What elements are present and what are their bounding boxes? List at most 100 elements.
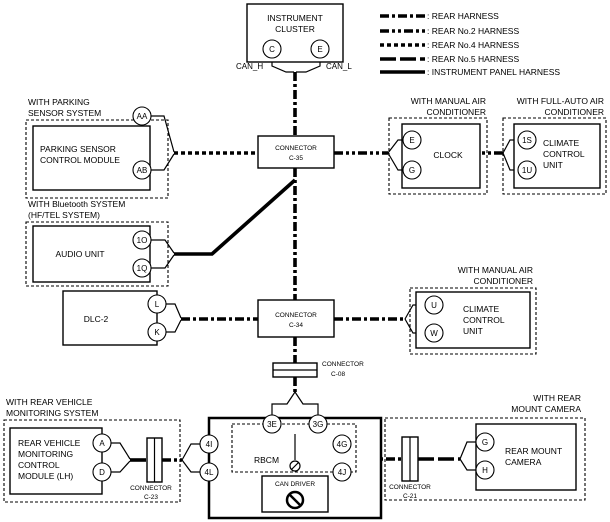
pin-w-label: W	[430, 329, 438, 338]
pin-4l-label: 4L	[205, 468, 214, 477]
pin-clock-e-circle	[402, 130, 422, 150]
can-driver-label: CAN DRIVER	[275, 481, 315, 488]
climate-mid-label-3: UNIT	[463, 326, 483, 336]
parking-sensor-group: WITH PARKING SENSOR SYSTEM PARKING SENSO…	[25, 97, 169, 199]
dlc-label: DLC-2	[84, 314, 109, 324]
instrument-cluster-label-2: CLUSTER	[275, 24, 315, 34]
prohibited-icon	[285, 490, 305, 510]
dlc-box	[62, 290, 158, 346]
connector-c08-label-2: C-08	[331, 371, 345, 378]
rbcm-bus-node-slash	[291, 462, 299, 470]
wire-rbcm-4i-stub	[181, 443, 200, 461]
pin-d-label: D	[99, 468, 105, 477]
pin-1q-circle	[132, 258, 152, 278]
clock-label: CLOCK	[433, 150, 463, 160]
pin-l-circle	[147, 294, 167, 314]
rear-vehicle-group-label-2: MONITORING SYSTEM	[6, 408, 98, 418]
connector-c34-label-1: CONNECTOR	[275, 312, 317, 319]
instrument-cluster: INSTRUMENT CLUSTER C E CAN_H CAN_L	[236, 3, 352, 71]
pin-d-circle	[92, 462, 112, 482]
pin-camera-h-circle	[475, 460, 495, 480]
wire-rbcm-4l-stub	[181, 459, 200, 473]
climate-mid-group-label-2: CONDITIONER	[474, 276, 534, 286]
connector-c08-label-1: CONNECTOR	[322, 361, 364, 368]
instrument-cluster-label-1: INSTRUMENT	[267, 13, 323, 23]
rear-camera-label-1: REAR MOUNT	[505, 446, 562, 456]
connector-c23-label-2: C-23	[144, 494, 158, 501]
pin-camera-g-label: G	[482, 438, 488, 447]
pin-w-circle	[424, 323, 444, 343]
rear-camera-group: WITH REAR MOUNT CAMERA REAR MOUNT CAMERA…	[384, 393, 586, 501]
wire-rbcm-3g-stub	[294, 391, 319, 416]
can-h-label: CAN_H	[236, 62, 263, 71]
pin-aa-circle	[132, 106, 152, 126]
pin-k-circle	[147, 322, 167, 342]
clock-group-label-2: CONDITIONER	[427, 107, 487, 117]
pin-1o-circle	[132, 230, 152, 250]
prohibited-slash	[288, 493, 302, 507]
pin-a-circle	[92, 433, 112, 453]
pin-e-label: E	[317, 45, 322, 54]
pin-camera-g-circle	[475, 432, 495, 452]
wire-audio-to-trunk	[174, 178, 297, 256]
climate-top-group: WITH FULL-AUTO AIR CONDITIONER CLIMATE C…	[502, 96, 607, 195]
legend: : REAR HARNESS : REAR No.2 HARNESS : REA…	[380, 11, 560, 77]
clock-option-frame	[388, 117, 488, 195]
rear-camera-option-frame	[384, 417, 586, 501]
pin-4j-circle	[332, 462, 352, 482]
legend-label-rear-no5: : REAR No.5 HARNESS	[427, 54, 519, 64]
climate-top-label-3: UNIT	[543, 160, 563, 170]
connector-c08: CONNECTOR C-08	[272, 361, 364, 378]
rbcm-bus-symbol-icon	[289, 434, 301, 472]
pin-1u-circle	[517, 160, 537, 180]
dlc-group: DLC-2 L K	[62, 290, 167, 346]
audio-group-label-1: WITH Bluetooth SYSTEM	[28, 199, 125, 209]
wire-audio-1q-stub	[151, 254, 175, 269]
rear-vehicle-module-box	[9, 427, 103, 495]
connector-c21-label-1: CONNECTOR	[389, 484, 431, 491]
wire-rvm-a-stub	[110, 442, 131, 460]
pin-3e-circle	[262, 414, 282, 434]
connector-c34-label-2: C-34	[289, 322, 303, 329]
climate-mid-group-label-1: WITH MANUAL AIR	[458, 265, 533, 275]
rbcm-inner-frame	[231, 423, 357, 473]
pin-u-label: U	[431, 301, 437, 310]
climate-mid-label-1: CLIMATE	[463, 304, 500, 314]
pin-4i-circle	[199, 434, 219, 454]
pin-1u-label: 1U	[522, 166, 532, 175]
connector-c35-label-1: CONNECTOR	[275, 145, 317, 152]
pin-e-circle	[310, 39, 330, 59]
pin-clock-e-label: E	[409, 136, 414, 145]
pin-c-label: C	[269, 45, 275, 54]
can-l-label: CAN_L	[326, 62, 352, 71]
pin-l-label: L	[155, 300, 160, 309]
climate-top-group-label-2: CONDITIONER	[545, 107, 605, 117]
connector-c34-box	[257, 299, 335, 338]
audio-unit-box	[32, 225, 151, 283]
pin-4g-label: 4G	[337, 440, 348, 449]
pin-u-circle	[424, 295, 444, 315]
parking-group-label-2: SENSOR SYSTEM	[28, 108, 101, 118]
legend-label-instrument-panel: : INSTRUMENT PANEL HARNESS	[427, 67, 560, 77]
pin-4j-label: 4J	[338, 468, 346, 477]
pin-1q-label: 1Q	[137, 264, 148, 273]
parking-option-frame	[25, 119, 169, 199]
wire-audio-1o-stub	[151, 239, 175, 254]
parking-module-label-2: CONTROL MODULE	[40, 155, 120, 165]
audio-group: WITH Bluetooth SYSTEM (HF/TEL SYSTEM) AU…	[25, 199, 169, 287]
wire-can-l-stub	[296, 60, 321, 73]
connector-c35-label-2: C-35	[289, 155, 303, 162]
legend-label-rear: : REAR HARNESS	[427, 11, 499, 21]
connector-c34: CONNECTOR C-34	[257, 299, 335, 338]
climate-mid-group: WITH MANUAL AIR CONDITIONER CLIMATE CONT…	[409, 265, 537, 355]
connector-c21-label-2: C-21	[403, 493, 417, 500]
pin-a-label: A	[99, 439, 105, 448]
pin-camera-h-label: H	[482, 466, 488, 475]
pin-3e-label: 3E	[267, 420, 277, 429]
pin-clock-g-circle	[402, 160, 422, 180]
climate-mid-label-2: CONTROL	[463, 315, 505, 325]
rear-camera-group-label-1: WITH REAR	[533, 393, 581, 403]
pin-3g-label: 3G	[313, 420, 324, 429]
pin-ab-circle	[132, 160, 152, 180]
